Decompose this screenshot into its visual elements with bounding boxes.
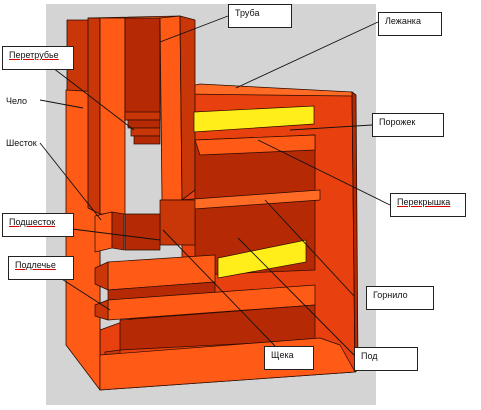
label-chelo: Чело: [6, 96, 28, 106]
label-lezhanka: Лежанка: [378, 12, 442, 36]
label-gornilo: Горнило: [366, 286, 434, 310]
leader-lines: [39, 15, 391, 356]
label-podleche: Подлечье: [8, 256, 74, 280]
podshestok-block: [94, 211, 125, 253]
label-scheka: Щека: [264, 346, 314, 370]
label-peretrubye: Перетрубье: [2, 46, 74, 70]
label-shestok: Шесток: [6, 138, 37, 148]
lower-window: [217, 239, 307, 279]
peretrubye-steps: [124, 111, 161, 145]
upper-window: [193, 105, 315, 133]
label-podshestok: Подшесток: [2, 213, 74, 237]
label-pod: Под: [354, 347, 418, 371]
label-perekryshka: Перекрышка: [390, 193, 466, 217]
oven-cavity: [124, 134, 321, 276]
label-truba: Труба: [228, 4, 292, 28]
label-porozhek: Порожек: [372, 113, 444, 137]
